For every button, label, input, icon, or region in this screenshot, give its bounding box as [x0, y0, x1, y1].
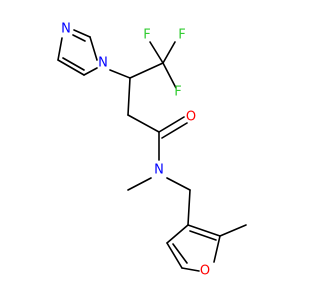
molecule-structure-diagram: F F F N N O N O [57, 22, 247, 279]
bond-ch2-carbonyl [127, 114, 160, 133]
atom-furan-o: O [200, 264, 210, 279]
bond-furan-c3-c2-double [189, 230, 217, 241]
atom-amide-n: N [154, 163, 164, 178]
bond-furan-o-c5 [181, 267, 200, 272]
atom-label-layer: F F F N N O N O [61, 22, 210, 279]
bond-furan-c2-o [213, 235, 221, 263]
bond-cf3-f2 [162, 41, 176, 64]
bond-n-ch2 [166, 177, 191, 191]
atom-f2: F [178, 28, 185, 43]
bond-ch-ch2 [127, 77, 131, 116]
bond-furan-methyl [219, 224, 247, 237]
bond-ch2-furan [187, 189, 191, 226]
bond-imid-c4-c5 [57, 59, 85, 76]
bond-furan-c5-c4-double [172, 243, 188, 264]
bond-imid-c2-n3-double [72, 34, 86, 42]
bond-layer [57, 29, 247, 272]
atom-carbonyl-o: O [186, 110, 196, 125]
atom-imidazole-n1: N [98, 56, 108, 71]
bond-ch-imidazole-n1 [109, 69, 131, 79]
atom-f1: F [143, 28, 150, 43]
bond-furan-c3-c2 [187, 224, 221, 237]
bond-furan-c4-c3 [166, 224, 189, 244]
bond-carbonyl-o [158, 116, 185, 133]
bond-imid-c2-n3 [73, 29, 91, 38]
atom-f3: F [174, 85, 181, 100]
bond-n-methyl [127, 177, 152, 191]
bond-cf3-ch [129, 62, 164, 79]
bond-imid-c4-c5-double [62, 57, 85, 71]
bond-imid-n1-c2 [89, 36, 98, 61]
bond-cf3-f1 [149, 41, 164, 64]
bond-furan-c5-c4 [166, 242, 183, 269]
bond-cf3-f3 [162, 62, 177, 89]
bond-imid-n3-c4 [57, 37, 63, 61]
atom-imidazole-n3: N [61, 22, 71, 37]
bond-carbonyl-o-double [161, 122, 188, 139]
bond-imid-c5-n1 [83, 67, 98, 76]
